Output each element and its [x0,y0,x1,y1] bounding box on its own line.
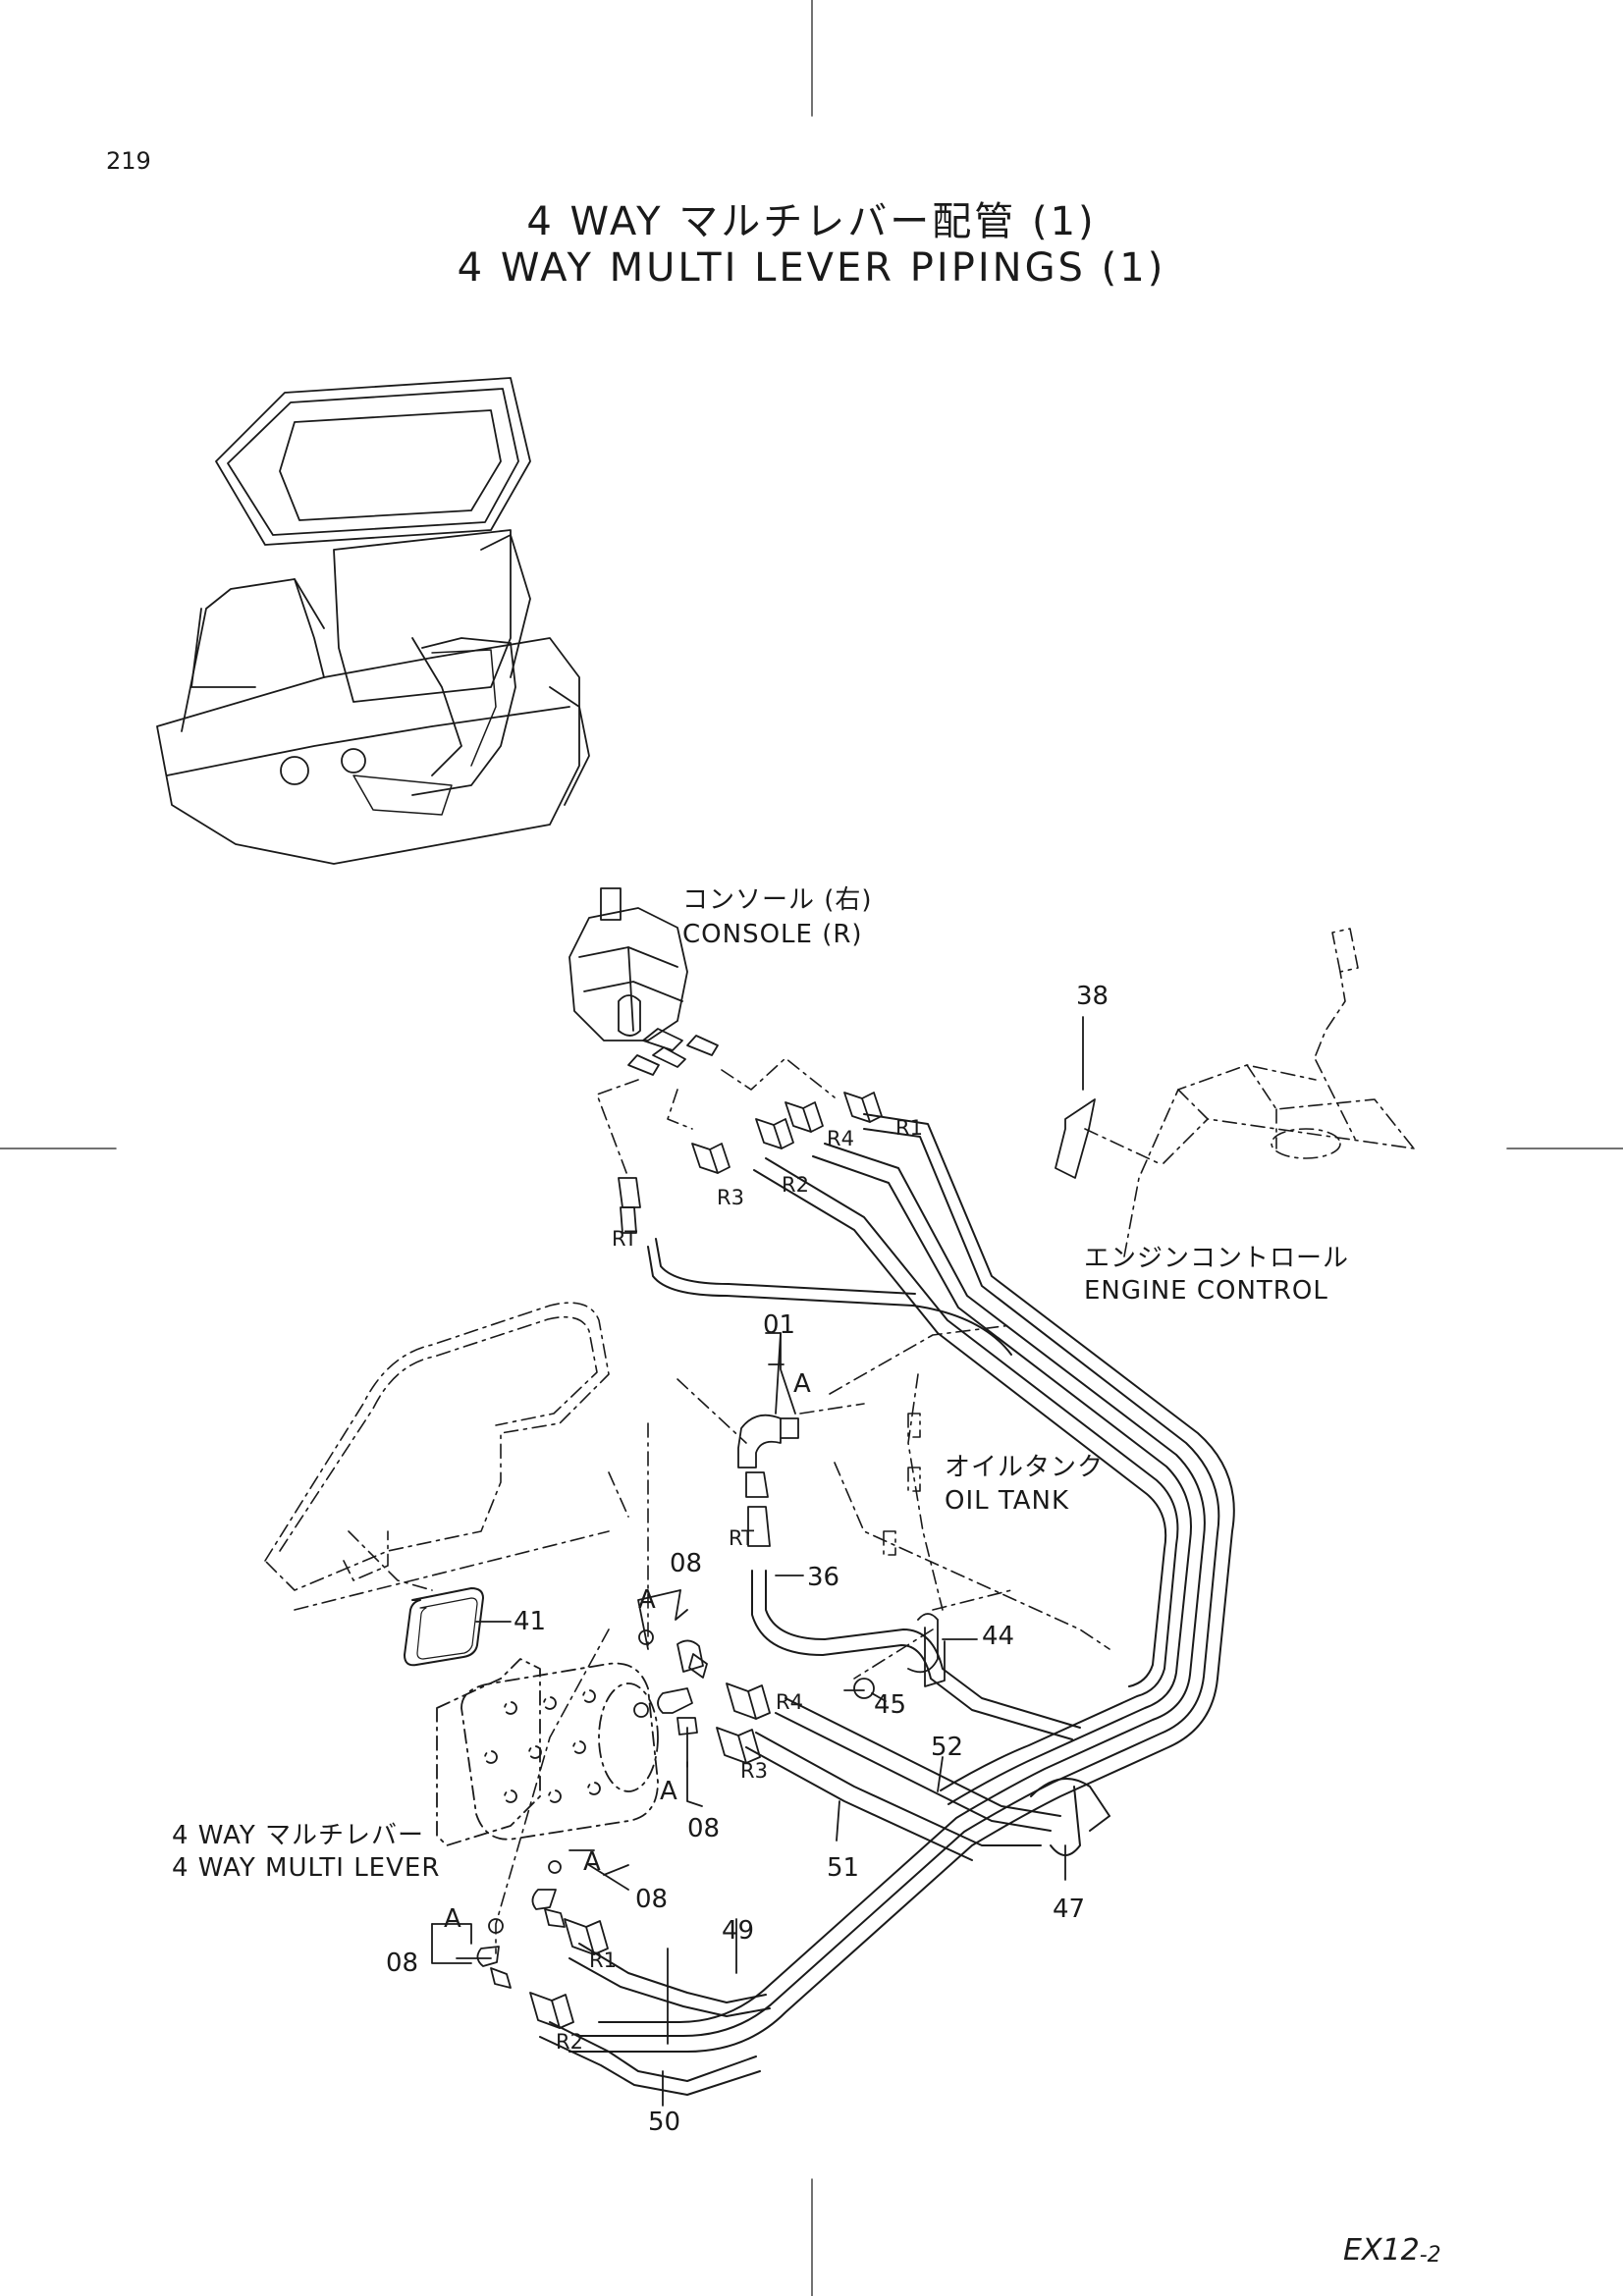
console-fittings [618,1092,883,1234]
port-label-lever-r4: R4 [776,1690,803,1714]
part-number-08-c: 08 [635,1885,669,1914]
port-label-console-r2: R2 [782,1173,809,1197]
port-label-console-r3: R3 [717,1186,744,1209]
part-number-51: 51 [827,1853,860,1883]
console-label-ja: コンソール (右) [682,885,873,915]
part-number-08-d: 08 [386,1949,419,1978]
multi-lever-label-ja: 4 WAY マルチレバー [172,1821,425,1850]
item-38-plate [1055,1098,1096,1179]
part-number-41: 41 [514,1607,547,1636]
engine-control-label-en: ENGINE CONTROL [1084,1276,1328,1306]
clamp-47 [1030,1778,1110,1856]
multi-lever-body [436,1658,659,1846]
engine-control-label-ja: エンジンコントロール [1084,1244,1350,1273]
port-label-lever-r3: R3 [740,1759,768,1783]
oil-tank-label-ja: オイルタンク [945,1453,1105,1482]
part-number-08-b: 08 [687,1814,721,1843]
part-number-44: 44 [982,1622,1015,1651]
engine-control [1123,928,1415,1257]
console-label-en: CONSOLE (R) [682,920,863,949]
title-english: 4 WAY MULTI LEVER PIPINGS (1) [457,245,1166,291]
model-code-main: EX12 [1343,2233,1420,2268]
port-label-lever-r2: R2 [556,2030,583,2054]
part-number-45: 45 [874,1690,907,1720]
model-code: EX12-2 [1343,2233,1441,2268]
oil-tank [829,1324,1110,1650]
part-number-47: 47 [1053,1895,1086,1924]
multi-lever-label-en: 4 WAY MULTI LEVER [172,1853,441,1883]
machine-overview [156,377,590,865]
port-label-console-rt: RT [612,1227,637,1251]
floor-frame [264,1302,629,1611]
hose-bundle [539,1113,1235,2096]
port-label-console-r1: R1 [895,1116,923,1140]
port-label-lever-r1: R1 [589,1949,617,1972]
part-number-52: 52 [931,1733,964,1762]
model-code-suffix: -2 [1419,2243,1441,2268]
part-number-08: 08 [670,1549,703,1578]
clamp-44 [907,1613,946,1687]
routing-dashes [348,1057,1160,1954]
section-mark-a-tank: A [793,1369,811,1399]
tank-elbow [737,1414,799,1547]
section-mark-a-upper: A [638,1585,656,1615]
page-number: 219 [106,147,151,175]
bolt-45 [853,1678,887,1702]
section-mark-a-middle: A [660,1777,677,1806]
port-label-console-r4: R4 [827,1127,854,1150]
section-mark-a-left: A [444,1904,461,1934]
leader-lines [431,1016,1084,2107]
section-mark-a-lower: A [583,1847,601,1877]
console-valve [568,887,719,1076]
port-label-tank-rt: RT [729,1526,754,1550]
item-41-decal [404,1587,484,1667]
part-number-49: 49 [722,1916,755,1946]
oil-tank-label-en: OIL TANK [945,1486,1070,1516]
part-number-50: 50 [648,2108,681,2137]
part-number-36: 36 [807,1563,840,1592]
lever-fittings [476,1629,771,2029]
part-number-38: 38 [1076,982,1109,1011]
part-number-01: 01 [763,1310,796,1340]
title-japanese: 4 WAY マルチレバー配管 (1) [526,199,1097,244]
